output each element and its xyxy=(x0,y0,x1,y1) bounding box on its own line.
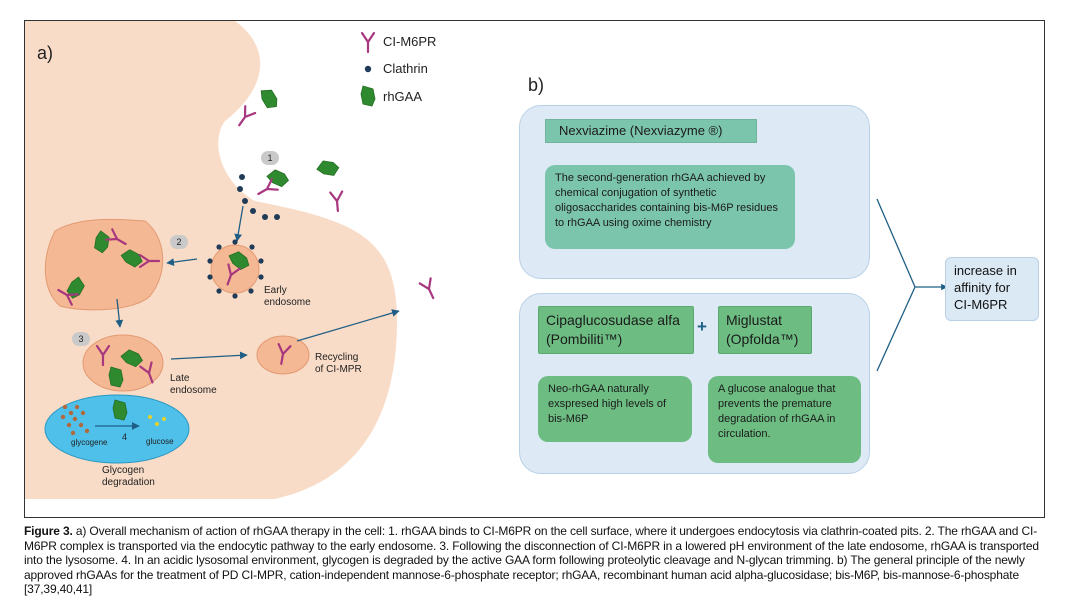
panel-a-label: a) xyxy=(37,43,54,63)
caption-label: Figure 3. xyxy=(24,524,73,538)
arrow-recycle-to-membrane xyxy=(296,309,400,342)
arrow-pit-to-early xyxy=(234,205,244,242)
result-box: increase in affinity for CI-M6PR xyxy=(945,257,1039,321)
step-badge-2: 2 xyxy=(170,235,188,249)
opfolda-title: Miglustat (Opfolda™) xyxy=(718,306,812,354)
figure-frame: a) CI-M6PR Clathrin rhGAA 1 2 3 4 Early … xyxy=(24,20,1045,518)
caption-text: a) Overall mechanism of action of rhGAA … xyxy=(24,524,1039,596)
free-rhgaa xyxy=(258,86,341,190)
glycogen-degradation-label: Glycogen degradation xyxy=(102,465,155,488)
figure-caption: Figure 3. a) Overall mechanism of action… xyxy=(24,524,1054,597)
legend-clathrin: Clathrin xyxy=(383,61,428,76)
sorting-vesicle-shape xyxy=(44,218,164,311)
panel-b-label: b) xyxy=(528,75,545,95)
step-label-4: 4 xyxy=(122,432,128,442)
glucose-label: glucose xyxy=(146,437,174,446)
figure-diagram xyxy=(25,21,948,499)
step-badge-3: 3 xyxy=(72,332,90,346)
arrow-down-to-late xyxy=(115,298,124,328)
early-endosome-shape xyxy=(207,239,264,299)
plus-sign: + xyxy=(697,317,707,336)
pombiliti-description: Neo-rhGAA naturally exspresed high level… xyxy=(538,376,692,442)
glycogen-cluster xyxy=(60,404,90,436)
late-endosome-label: Late endosome xyxy=(170,373,217,396)
late-endosome-shape xyxy=(82,334,164,392)
legend-ci-m6pr: CI-M6PR xyxy=(383,34,437,49)
arrow-late-to-recycle xyxy=(170,351,248,360)
clathrin-dots xyxy=(237,174,280,220)
legend-icons xyxy=(360,31,376,107)
opfolda-description: A glucose analogue that prevents the pre… xyxy=(708,376,861,463)
recycling-vesicle-shape xyxy=(256,335,310,375)
glycogene-label: glycogene xyxy=(71,438,108,447)
legend-rhgaa: rhGAA xyxy=(383,89,423,104)
lysosome-shape xyxy=(44,394,190,464)
early-endosome-label: Early endosome xyxy=(264,285,311,308)
nexviazyme-description: The second-generation rhGAA achieved by … xyxy=(545,165,795,249)
pombiliti-title: Cipaglucosudase alfa (Pombiliti™) xyxy=(538,306,694,354)
step-badge-1: 1 xyxy=(261,151,279,165)
recycling-label: Recycling of CI-MPR xyxy=(315,352,362,375)
nexviazyme-title: Nexviazime (Nexviazyme ®) xyxy=(545,119,757,143)
arrow-early-to-ldv xyxy=(166,258,198,266)
